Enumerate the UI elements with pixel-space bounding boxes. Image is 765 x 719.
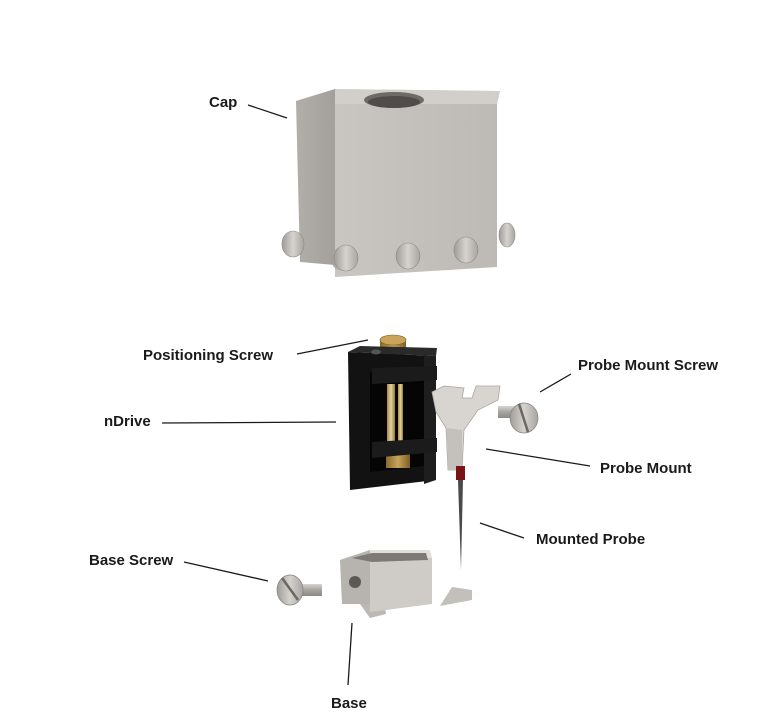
probe-mount-label: Probe Mount bbox=[600, 460, 692, 477]
cap-knob bbox=[281, 230, 305, 258]
cap-knob bbox=[498, 222, 516, 248]
cap-leader-line bbox=[247, 104, 288, 119]
ndrive-label: nDrive bbox=[104, 413, 151, 430]
base-screw-label: Base Screw bbox=[89, 552, 174, 569]
cap-knob bbox=[453, 236, 479, 264]
cap-label: Cap bbox=[209, 94, 238, 111]
cap-knob bbox=[332, 244, 359, 272]
mounted-probe-label: Mounted Probe bbox=[536, 531, 646, 548]
probe-mount-screw-part bbox=[498, 402, 539, 434]
positioning-screw-label: Positioning Screw bbox=[143, 347, 274, 364]
probe-mount-part bbox=[431, 385, 501, 570]
probe-mount-screw-leader-line bbox=[539, 373, 572, 393]
mounted-probe-leader-line bbox=[479, 522, 525, 539]
base-label: Base bbox=[331, 695, 367, 712]
ndrive-part bbox=[348, 334, 437, 490]
ndrive-leader-line bbox=[161, 421, 337, 424]
base-screw-leader-line bbox=[183, 561, 269, 582]
probe-mount-screw-label: Probe Mount Screw bbox=[578, 357, 719, 374]
positioning-screw-leader-line bbox=[296, 339, 369, 355]
probe-mount-leader-line bbox=[485, 448, 591, 467]
base-screw-part bbox=[276, 574, 322, 606]
cap-part bbox=[281, 89, 516, 277]
mounted-probe-part bbox=[456, 466, 465, 570]
cap-knob bbox=[395, 242, 421, 270]
base-leader-line bbox=[347, 622, 353, 686]
base-part bbox=[340, 550, 472, 618]
